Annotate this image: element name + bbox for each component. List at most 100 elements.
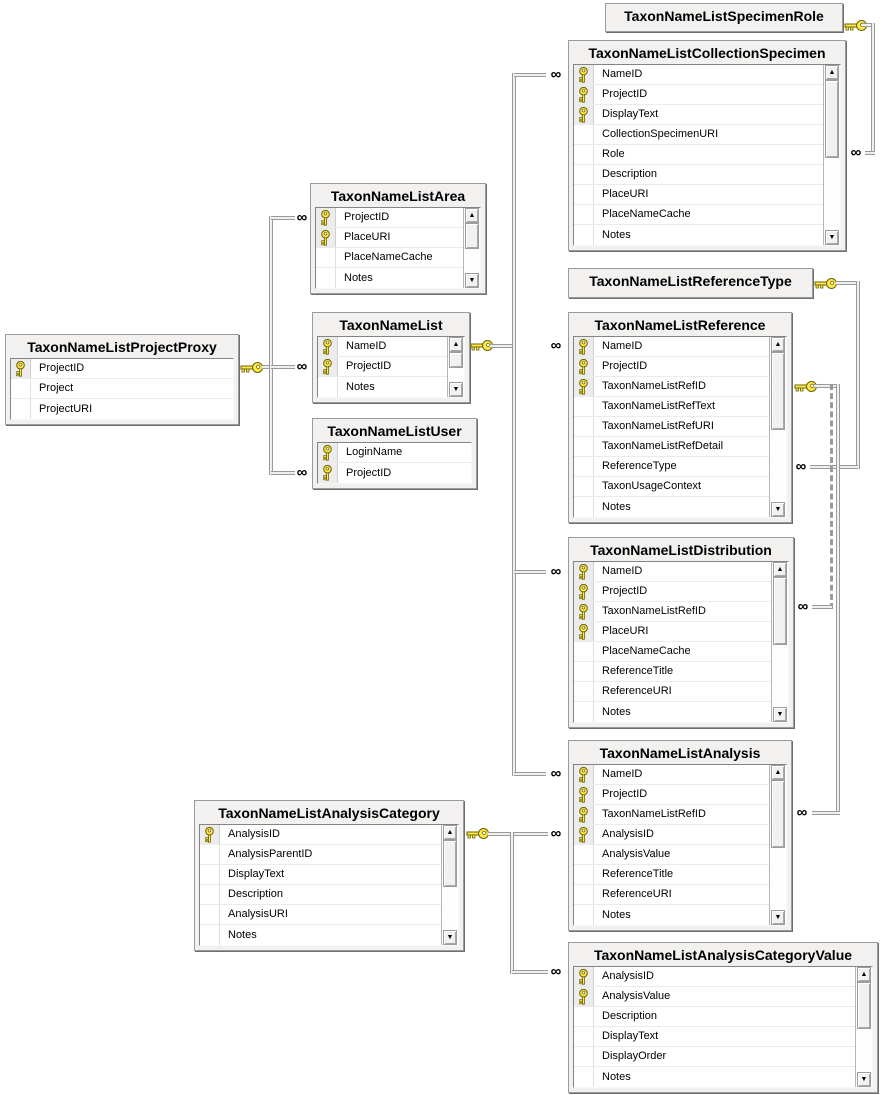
relationship-line-segment[interactable] xyxy=(836,384,840,815)
table-title[interactable]: TaxonNameListSpecimenRole xyxy=(624,8,824,24)
field-row[interactable]: ProjectID xyxy=(574,357,769,377)
field-row[interactable]: ReferenceTitle xyxy=(574,865,769,885)
field-row[interactable]: TaxonNameListRefID xyxy=(574,805,769,825)
field-row[interactable]: Notes xyxy=(200,925,441,945)
table-title[interactable]: TaxonNameListCollectionSpecimen xyxy=(588,45,826,61)
field-row[interactable]: TaxonUsageContext xyxy=(574,477,769,497)
relationship-line-segment[interactable] xyxy=(514,570,546,574)
table-title[interactable]: TaxonNameListReference xyxy=(594,317,766,333)
field-row[interactable]: AnalysisID xyxy=(574,825,769,845)
infinity-icon[interactable]: ∞ xyxy=(850,144,862,161)
field-row[interactable]: DisplayText xyxy=(574,1027,855,1047)
field-row[interactable]: ReferenceType xyxy=(574,457,769,477)
field-row[interactable]: ProjectID xyxy=(318,357,447,377)
table-title[interactable]: TaxonNameListArea xyxy=(330,188,466,204)
field-row[interactable]: AnalysisID xyxy=(200,825,441,845)
field-row[interactable]: DisplayText xyxy=(200,865,441,885)
key-icon[interactable] xyxy=(240,361,264,374)
relationship-line-segment[interactable] xyxy=(512,970,548,974)
field-row[interactable]: ReferenceTitle xyxy=(574,662,771,682)
scroll-down-button[interactable]: ▼ xyxy=(449,382,463,397)
field-row[interactable]: Notes xyxy=(574,497,769,517)
scrollbar-thumb[interactable] xyxy=(443,840,457,887)
relationship-line-segment[interactable] xyxy=(862,23,875,27)
scroll-up-button[interactable]: ▲ xyxy=(443,825,457,840)
table-taxon-name-list-specimen-role[interactable]: TaxonNameListSpecimenRole xyxy=(605,3,843,32)
field-row[interactable]: NameID xyxy=(574,65,823,85)
table-title[interactable]: TaxonNameListDistribution xyxy=(590,542,772,558)
field-row[interactable]: AnalysisURI xyxy=(200,905,441,925)
field-row[interactable]: AnalysisParentID xyxy=(200,845,441,865)
infinity-icon[interactable]: ∞ xyxy=(550,963,562,980)
scrollbar-track[interactable] xyxy=(857,982,871,1072)
scroll-up-button[interactable]: ▲ xyxy=(771,765,785,780)
relationship-line-segment[interactable] xyxy=(810,465,858,469)
field-row[interactable]: Description xyxy=(574,1007,855,1027)
scrollbar-track[interactable] xyxy=(771,352,785,502)
field-row[interactable]: AnalysisValue xyxy=(574,845,769,865)
relationship-line-segment[interactable] xyxy=(812,605,832,609)
key-icon[interactable] xyxy=(814,277,838,290)
vertical-scrollbar[interactable]: ▲▼ xyxy=(441,825,458,945)
relationship-line-segment[interactable] xyxy=(271,216,295,220)
scrollbar-track[interactable] xyxy=(465,223,479,273)
field-row[interactable]: TaxonNameListRefURI xyxy=(574,417,769,437)
field-row[interactable]: Notes xyxy=(574,702,771,722)
field-row[interactable]: Notes xyxy=(574,905,769,925)
field-row[interactable]: Description xyxy=(200,885,441,905)
table-title[interactable]: TaxonNameListReferenceType xyxy=(589,273,792,289)
relationship-line-segment[interactable] xyxy=(269,216,273,475)
vertical-scrollbar[interactable]: ▲▼ xyxy=(823,65,840,245)
table-title[interactable]: TaxonNameListAnalysisCategory xyxy=(218,805,440,821)
relationship-line-segment[interactable] xyxy=(812,811,840,815)
field-row[interactable]: NameID xyxy=(318,337,447,357)
relationship-line-segment[interactable] xyxy=(514,772,546,776)
scroll-up-button[interactable]: ▲ xyxy=(825,65,839,80)
infinity-icon[interactable]: ∞ xyxy=(296,209,308,226)
field-row[interactable]: PlaceURI xyxy=(316,228,463,248)
field-row[interactable]: Notes xyxy=(318,377,447,397)
field-row[interactable]: ProjectURI xyxy=(11,399,233,419)
relationship-line-segment[interactable] xyxy=(262,365,274,369)
scrollbar-thumb[interactable] xyxy=(857,982,871,1029)
field-row[interactable]: Notes xyxy=(574,225,823,245)
field-row[interactable]: ProjectID xyxy=(318,463,471,483)
vertical-scrollbar[interactable]: ▲▼ xyxy=(769,765,786,925)
scrollbar-thumb[interactable] xyxy=(773,577,787,645)
table-title[interactable]: TaxonNameListAnalysisCategoryValue xyxy=(593,947,853,963)
field-row[interactable]: ProjectID xyxy=(316,208,463,228)
field-row[interactable]: AnalysisValue xyxy=(574,987,855,1007)
field-row[interactable]: TaxonNameListRefID xyxy=(574,377,769,397)
scrollbar-track[interactable] xyxy=(773,577,787,707)
field-row[interactable]: ReferenceURI xyxy=(574,682,771,702)
relationship-line-segment[interactable] xyxy=(871,23,875,155)
vertical-scrollbar[interactable]: ▲▼ xyxy=(771,562,788,722)
field-row[interactable]: PlaceNameCache xyxy=(316,248,463,268)
infinity-icon[interactable]: ∞ xyxy=(296,464,308,481)
infinity-icon[interactable]: ∞ xyxy=(550,337,562,354)
scroll-down-button[interactable]: ▼ xyxy=(443,930,457,945)
scrollbar-track[interactable] xyxy=(771,780,785,910)
field-row[interactable]: DisplayText xyxy=(574,105,823,125)
table-taxon-name-list-reference-type[interactable]: TaxonNameListReferenceType xyxy=(568,268,813,298)
scroll-down-button[interactable]: ▼ xyxy=(771,502,785,517)
scrollbar-thumb[interactable] xyxy=(465,223,479,249)
table-title[interactable]: TaxonNameListUser xyxy=(327,423,462,439)
scrollbar-thumb[interactable] xyxy=(449,352,463,368)
infinity-icon[interactable]: ∞ xyxy=(796,804,808,821)
scroll-down-button[interactable]: ▼ xyxy=(773,707,787,722)
relationship-line-segment[interactable] xyxy=(814,384,840,388)
scroll-up-button[interactable]: ▲ xyxy=(857,967,871,982)
scrollbar-track[interactable] xyxy=(443,840,457,930)
key-icon[interactable] xyxy=(466,827,490,840)
field-row[interactable]: NameID xyxy=(574,337,769,357)
field-row[interactable]: Notes xyxy=(574,1067,855,1087)
field-row[interactable]: ProjectID xyxy=(11,359,233,379)
scroll-down-button[interactable]: ▼ xyxy=(857,1072,871,1087)
vertical-scrollbar[interactable]: ▲▼ xyxy=(769,337,786,517)
